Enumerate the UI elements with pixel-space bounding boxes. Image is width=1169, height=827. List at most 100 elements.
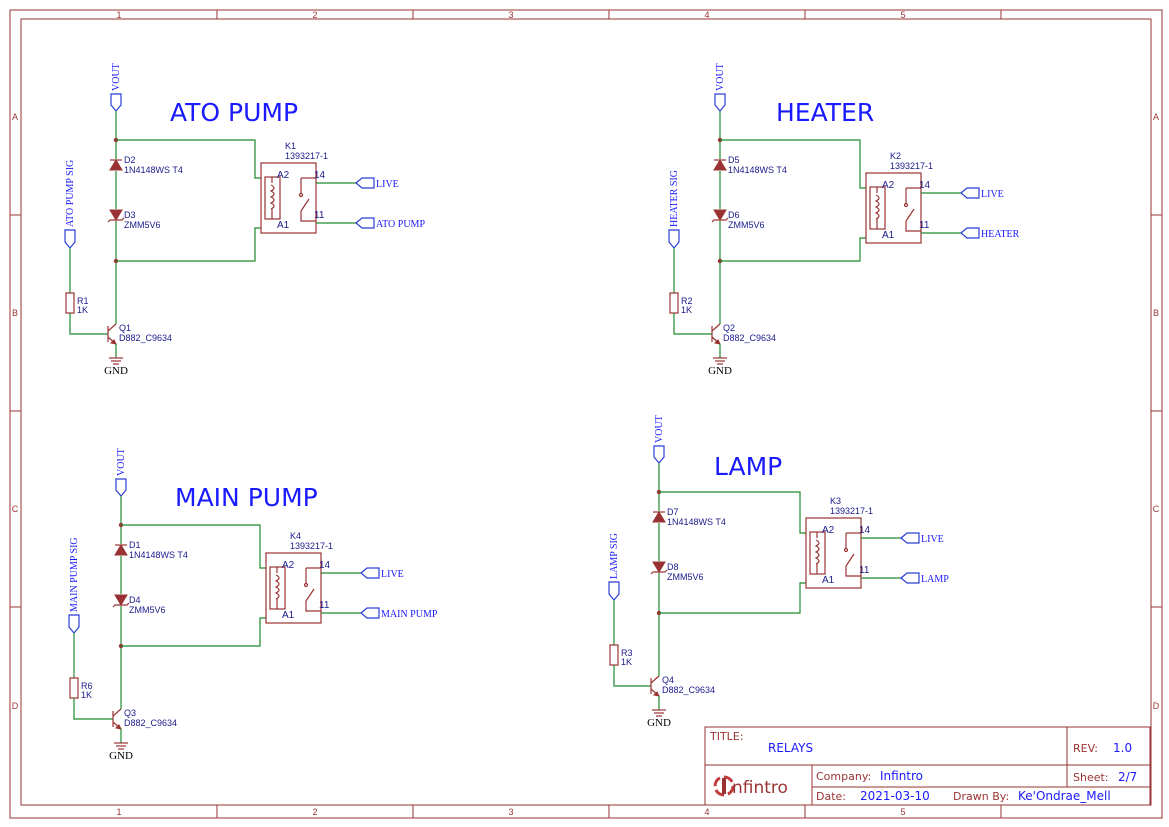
transistor-collector	[650, 675, 660, 684]
frame-row-label-right: A	[1153, 112, 1159, 122]
transistor-collector	[112, 708, 122, 717]
zener-ref: D3	[124, 210, 136, 220]
transistor-symbol	[650, 675, 660, 697]
relay-symbol	[865, 172, 922, 244]
output-net-label: HEATER	[981, 229, 1020, 240]
diode-symbol	[109, 159, 123, 171]
output-port	[360, 607, 380, 619]
relay-switch	[300, 198, 310, 212]
live-port	[360, 567, 380, 579]
frame-row-label-left: D	[12, 701, 19, 711]
relay-pin-11: 11	[314, 210, 325, 221]
zener-ref: D8	[667, 562, 679, 572]
vout-port	[110, 93, 122, 112]
relay-value: 1393217-1	[890, 161, 933, 171]
wire-coil-a2	[659, 491, 806, 534]
zener-symbol	[109, 209, 123, 221]
frame-column-label-bottom: 2	[312, 807, 317, 817]
ground-symbol	[713, 357, 727, 365]
transistor-value: D882_C9634	[723, 333, 776, 343]
relay-value: 1393217-1	[285, 151, 328, 161]
frame-column-label-bottom: 3	[508, 807, 513, 817]
zener-value: ZMM5V6	[124, 220, 161, 230]
zener-bar	[650, 569, 668, 575]
frame-column-label-top: 2	[312, 10, 317, 20]
relay-pin-a2: A2	[882, 180, 895, 191]
relay-pin-11: 11	[319, 600, 330, 611]
signal-label: LAMP SIG	[609, 533, 620, 579]
rev-value: 1.0	[1113, 741, 1132, 755]
drawn-by-label: Drawn By:	[953, 790, 1009, 803]
diode-ref: D1	[129, 540, 141, 550]
frame-column-label-top: 3	[508, 10, 513, 20]
frame-column-label-bottom: 4	[704, 807, 709, 817]
rev-label: REV:	[1073, 742, 1098, 755]
output-port	[355, 217, 375, 229]
resistor-value: 1K	[77, 305, 88, 315]
resistor-symbol	[65, 292, 75, 314]
relay-outline	[260, 162, 317, 234]
relay-coil	[269, 184, 275, 210]
live-port	[355, 177, 375, 189]
transistor-ref: Q4	[662, 675, 674, 685]
date-value: 2021-03-10	[860, 789, 930, 803]
frame-column-label-top: 5	[900, 10, 905, 20]
ground-label: GND	[647, 717, 671, 729]
relay-ref: K2	[890, 151, 901, 161]
resistor-value: 1K	[681, 305, 692, 315]
frame-row-label-right: B	[1153, 308, 1159, 318]
zener-value: ZMM5V6	[667, 572, 704, 582]
wire-coil-a2	[720, 139, 866, 189]
relay-symbol	[265, 552, 322, 624]
wire-base	[73, 698, 113, 720]
zener-value: ZMM5V6	[129, 605, 166, 615]
relay-contact	[300, 211, 316, 222]
zener-value: ZMM5V6	[728, 220, 765, 230]
vout-label: VOUT	[654, 415, 665, 443]
vout-label: VOUT	[116, 448, 127, 476]
live-net-label: LIVE	[376, 179, 399, 190]
diode-ref: D7	[667, 507, 679, 517]
wire-coil-a2	[121, 524, 266, 569]
resistor-symbol	[669, 292, 679, 314]
resistor-ref: R6	[81, 681, 93, 691]
live-net-label: LIVE	[381, 569, 404, 580]
transistor-arrow	[652, 691, 660, 697]
relay-pin-a1: A1	[277, 220, 290, 231]
company-value: Infintro	[880, 769, 923, 783]
zener-ref: D6	[728, 210, 740, 220]
frame-column-label-bottom: 1	[116, 807, 121, 817]
transistor-ref: Q3	[124, 708, 136, 718]
live-net-label: LIVE	[921, 534, 944, 545]
transistor-arrow	[713, 339, 721, 345]
date-label: Date:	[816, 790, 846, 803]
transistor-symbol	[711, 323, 721, 345]
wire-coil-a1	[116, 227, 261, 262]
live-port	[900, 532, 920, 544]
resistor-ref: R1	[77, 296, 89, 306]
signal-port	[608, 581, 620, 601]
transistor-ref: Q2	[723, 323, 735, 333]
relay-switch	[845, 553, 855, 567]
ground-label: GND	[109, 750, 133, 762]
relay-symbol	[805, 517, 862, 589]
wire-base	[673, 313, 712, 335]
zener-symbol	[114, 594, 128, 606]
zener-bar	[107, 217, 125, 223]
relay-value: 1393217-1	[830, 506, 873, 516]
transistor-symbol	[107, 323, 117, 345]
wire-coil-a2	[116, 139, 261, 179]
live-net-label: LIVE	[981, 189, 1004, 200]
relay-pin-11: 11	[859, 565, 870, 576]
transistor-collector	[711, 323, 721, 332]
ground-symbol	[114, 742, 128, 750]
diode-value: 1N4148WS T4	[129, 550, 188, 560]
wire-base	[69, 313, 108, 335]
diode-ref: D2	[124, 155, 136, 165]
relay-coil	[874, 194, 880, 220]
frame-column-label-top: 1	[116, 10, 121, 20]
